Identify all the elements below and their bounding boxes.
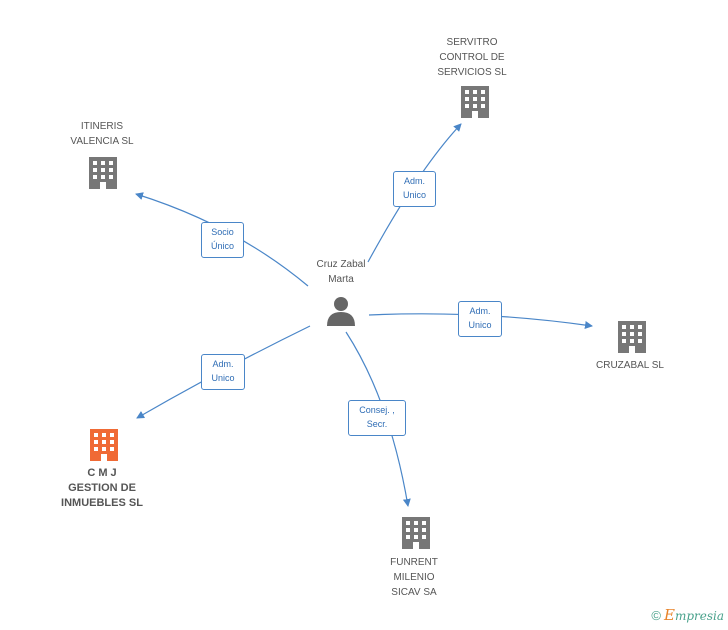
company-label-servitro[interactable]: SERVITRO CONTROL DE SERVICIOS SL [437,37,507,78]
role-label-funrent: Consej. , Secr. [348,400,406,436]
building-icon-cruzabal[interactable] [618,321,646,353]
company-label-itineris[interactable]: ITINERIS VALENCIA SL [70,121,134,147]
empresia-brand[interactable]: ©Empresia [651,606,724,624]
person-icon[interactable] [327,297,355,326]
role-label-servitro: Adm. Unico [393,171,436,207]
company-label-cmj[interactable]: C M J GESTION DE INMUEBLES SL [61,467,143,509]
building-icon-funrent[interactable] [402,517,430,549]
brand-initial: E [663,606,675,624]
company-label-funrent[interactable]: FUNRENT MILENIO SICAV SA [390,557,438,598]
building-icon-servitro[interactable] [461,86,489,118]
role-label-itineris: Socio Único [201,222,244,258]
copyright-icon: © [651,608,661,623]
role-label-cruzabal: Adm. Unico [458,301,502,337]
role-label-cmj: Adm. Unico [201,354,245,390]
person-name-label[interactable]: Cruz Zabal Marta [316,259,366,285]
building-icon-itineris[interactable] [89,157,117,189]
company-label-cruzabal[interactable]: CRUZABAL SL [596,360,664,371]
building-icon-cmj[interactable] [90,429,118,461]
brand-name: mpresia [674,609,724,623]
